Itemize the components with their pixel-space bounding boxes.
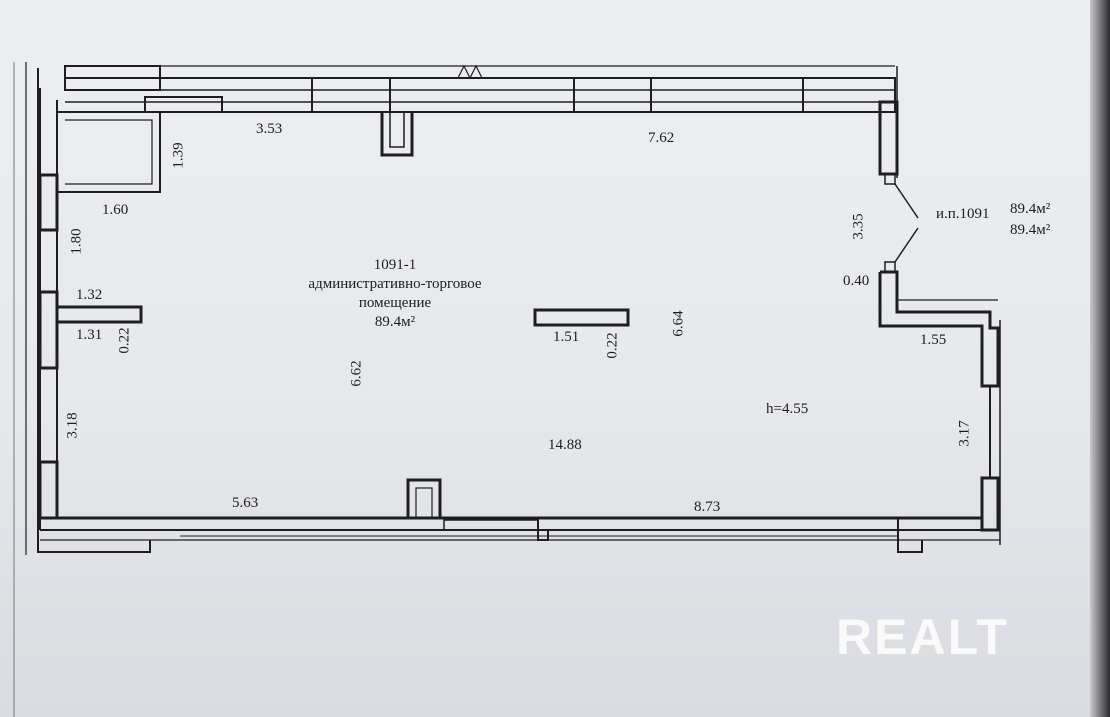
room-id: 1091-1 <box>373 257 417 273</box>
top-niche <box>380 112 414 157</box>
door-leaf-bottom <box>894 227 919 263</box>
room-area: 89.4м² <box>374 314 416 330</box>
top-window-3 <box>311 77 391 113</box>
bottom-entrance <box>443 519 539 531</box>
dim-right-lower: 3.17 <box>956 420 973 447</box>
dim-top-right: 7.62 <box>648 130 675 146</box>
bottom-entrance-step <box>537 518 549 541</box>
dim-bottom-right: 8.73 <box>694 499 721 515</box>
unit-label: и.п.1091 <box>936 206 990 222</box>
left-wall-window-3 <box>38 460 59 520</box>
left-partition <box>55 305 143 324</box>
dim-column-thickness: 0.22 <box>604 332 621 359</box>
room-name-line1: административно-торговое <box>308 276 482 292</box>
dim-niche-height: 1.39 <box>170 142 187 169</box>
dim-partition-bottom: 1.31 <box>76 327 103 343</box>
top-window-2 <box>144 96 223 113</box>
outer-left-wall-line <box>37 68 151 553</box>
top-window-5 <box>802 77 896 113</box>
upper-left-niche <box>57 111 161 193</box>
right-wall-step <box>878 270 1000 388</box>
dim-partition-thickness: 0.22 <box>116 327 133 354</box>
bottom-niche <box>406 478 442 520</box>
page-edge-shadow <box>1090 0 1110 717</box>
right-door-hinge-top <box>884 173 896 185</box>
dim-step-depth: 0.40 <box>843 273 870 289</box>
top-niche-inner <box>389 112 405 148</box>
bottom-right-post <box>897 518 923 553</box>
dim-bottom-left: 5.63 <box>232 495 259 511</box>
dim-left-lower: 3.18 <box>64 412 81 439</box>
dim-right-depth: 6.64 <box>670 310 687 337</box>
unit-area-1: 89.4м² <box>1010 201 1051 217</box>
dim-column-width: 1.51 <box>553 329 580 345</box>
dim-top-left: 3.53 <box>256 121 283 137</box>
room-name-line2: помещение <box>358 295 432 311</box>
dim-left-upper: 1.80 <box>68 228 85 255</box>
room-label: 1091-1 административно-торговое помещени… <box>270 256 520 332</box>
unit-area-2: 89.4м² <box>1010 222 1051 238</box>
ceiling-height: h=4.55 <box>766 401 809 417</box>
realt-watermark: REALT <box>836 609 1009 665</box>
door-leaf-top <box>894 183 919 219</box>
upper-left-niche-inner <box>65 119 153 185</box>
left-wall-window-2 <box>38 290 59 370</box>
central-column <box>533 308 630 327</box>
dim-room-depth: 6.62 <box>348 360 365 387</box>
dim-door-gap: 3.35 <box>850 213 867 240</box>
dim-step-width: 1.55 <box>920 332 947 348</box>
dim-niche-width: 1.60 <box>102 202 129 218</box>
left-wall-window-1 <box>38 173 59 232</box>
dim-partition-top: 1.32 <box>76 287 103 303</box>
right-wall-window <box>980 476 1000 532</box>
bottom-niche-inner <box>415 487 433 519</box>
top-window-4 <box>573 77 652 113</box>
top-window-1 <box>64 65 161 91</box>
top-vent-mark <box>457 64 483 80</box>
dim-total-length: 14.88 <box>548 437 582 453</box>
